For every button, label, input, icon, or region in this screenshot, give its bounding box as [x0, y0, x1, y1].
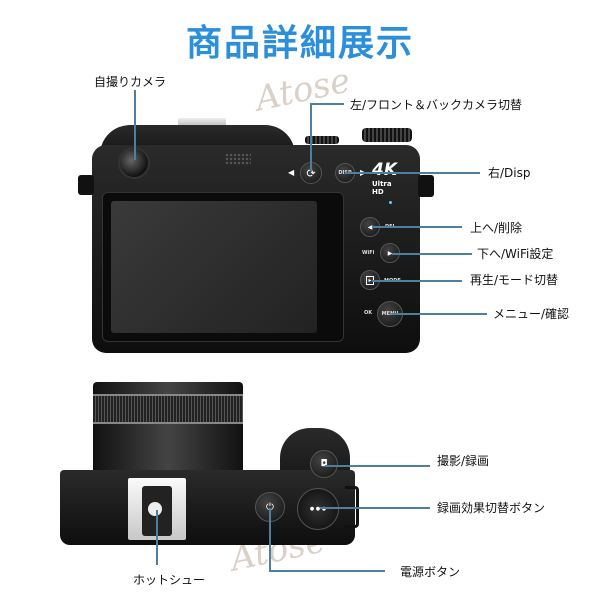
- arrow-left-icon: ◀: [288, 168, 295, 177]
- strap-lug: [418, 175, 434, 197]
- label-selfie-camera: 自撮りカメラ: [94, 75, 167, 89]
- wifi-text: WiFi: [362, 250, 375, 256]
- lens-focus-ring: [93, 394, 243, 424]
- label-camera-switch: 左/フロント＆バックカメラ切替: [350, 98, 523, 112]
- effect-dial[interactable]: ● ● ●: [297, 488, 339, 530]
- right-wifi-button[interactable]: ▶: [380, 243, 400, 263]
- callout-line: [325, 465, 430, 467]
- callout-line: [392, 313, 487, 315]
- label-shutter: 撮影/録画: [437, 454, 490, 468]
- zoom-dial: [305, 136, 339, 144]
- ok-text: OK: [364, 310, 373, 316]
- arrow-right-icon: ▶: [387, 249, 393, 257]
- label-right-disp: 右/Disp: [488, 166, 531, 180]
- left-delete-button[interactable]: ◀: [360, 217, 380, 237]
- label-up-delete: 上へ/削除: [470, 221, 523, 235]
- label-playback-mode: 再生/モード切替: [470, 273, 559, 287]
- power-icon: ⏻: [266, 501, 274, 513]
- callout-line: [269, 570, 385, 572]
- ultra-hd-badge: Ultra HD: [372, 180, 392, 196]
- callout-line: [134, 90, 136, 160]
- dial-marks-icon: ● ● ●: [309, 506, 327, 512]
- label-menu-ok: メニュー/確認: [493, 307, 570, 321]
- 4k-badge: 4K: [372, 160, 398, 180]
- label-effect-dial: 録画効果切替ボタン: [437, 501, 546, 515]
- screen-bezel: [102, 192, 344, 342]
- status-led: [389, 201, 392, 204]
- watermark-logo: Atose: [251, 60, 354, 120]
- callout-line: [156, 510, 158, 565]
- camera-icon: ◘: [320, 459, 328, 469]
- label-down-wifi: 下へ/WiFi設定: [477, 247, 554, 261]
- callout-line: [392, 253, 472, 255]
- callout-line: [320, 507, 430, 509]
- shutter-button[interactable]: ◘: [310, 450, 338, 478]
- callout-line: [372, 226, 462, 228]
- lcd-screen: [111, 201, 317, 333]
- callout-line: [310, 103, 344, 105]
- hot-shoe-contact: [148, 502, 162, 516]
- callout-line: [372, 280, 462, 282]
- callout-line: [345, 172, 480, 174]
- label-hot-shoe: ホットシュー: [133, 573, 206, 587]
- menu-text: MENU: [381, 311, 399, 317]
- strap-lug: [78, 175, 94, 195]
- page-title: 商品詳細展示: [185, 23, 414, 64]
- arrow-left-icon: ◀: [367, 223, 373, 231]
- speaker-grille: [225, 153, 251, 165]
- callout-line: [310, 103, 312, 171]
- callout-line: [269, 508, 271, 570]
- rotate-icon: ⟳: [306, 166, 316, 180]
- mode-dial: [362, 128, 412, 142]
- label-power: 電源ボタン: [400, 565, 461, 579]
